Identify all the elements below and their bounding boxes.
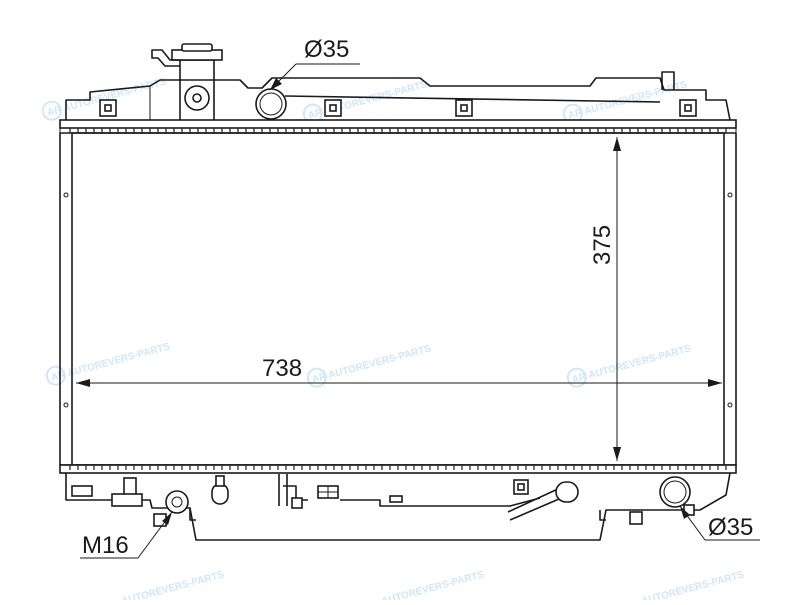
height-dimension: 375	[589, 137, 621, 461]
transmission-line-pipe	[278, 474, 288, 506]
width-arrow-right	[708, 379, 722, 387]
bottom-tank-rib	[340, 497, 541, 507]
watermark-brand-text: AUTOREVERS-PARTS	[66, 341, 171, 379]
bottom-tank-lower-shell	[189, 508, 606, 521]
top-right-bracket	[661, 71, 675, 90]
bottom-outlet-pipe	[507, 487, 567, 521]
sensor-flange	[111, 493, 143, 507]
drain-plug	[165, 490, 189, 514]
drain-leader-arrow	[162, 512, 172, 525]
mount-tab-hole	[329, 104, 337, 112]
bottom-right-tab	[629, 511, 643, 525]
width-dimension: 738	[76, 355, 722, 387]
watermark-brand-text: AUTOREVERS-PARTS	[640, 569, 745, 600]
watermark-logo-ring	[45, 365, 66, 386]
watermark-top-right: AR AUTOREVERS-PARTS	[562, 79, 689, 124]
drain-thread-callout: M16	[80, 511, 173, 559]
height-arrow-top	[613, 137, 621, 151]
top-tank-outline	[65, 77, 731, 121]
radiator-core	[59, 132, 737, 466]
watermark-logo-text: AR	[307, 107, 325, 122]
mount-tab-hole	[684, 104, 692, 112]
side-bolt	[63, 192, 69, 198]
watermark-brand-text: AUTOREVERS-PARTS	[587, 343, 692, 381]
transmission-line-clip	[291, 497, 303, 509]
top-port-callout: Ø35	[269, 36, 360, 91]
watermark-brand-text: AUTOREVERS-PARTS	[583, 79, 688, 117]
watermark-logo-ring	[566, 367, 587, 388]
watermark-mid-center: AR AUTOREVERS-PARTS	[306, 343, 433, 388]
top-header-plate	[59, 119, 737, 134]
core-outline	[71, 132, 725, 466]
top-inlet-port-inner	[259, 92, 283, 116]
watermark-brand-text: AUTOREVERS-PARTS	[380, 569, 485, 600]
watermark-logo-text: AR	[311, 371, 329, 386]
watermark-bottom-right: AUTOREVERS-PARTS	[640, 569, 745, 605]
bottom-mount-tab-hole	[517, 483, 525, 491]
height-arrow-bottom	[613, 447, 621, 461]
bottom-outlet-port-inner	[663, 480, 687, 504]
drain-thread-label: M16	[82, 532, 129, 559]
side-frame-outline	[59, 132, 737, 466]
filler-cap-top	[181, 43, 213, 52]
cooler-fitting-nipple	[215, 475, 225, 487]
watermark-mid-left: AR AUTOREVERS-PARTS	[45, 341, 172, 386]
cooler-fitting	[211, 483, 229, 505]
bottom-outlet-pipe-end	[555, 481, 579, 503]
mount-tab-hole	[460, 104, 468, 112]
bottom-left-bracket	[71, 485, 93, 497]
side-bolt	[63, 402, 69, 408]
top-port-label: Ø35	[304, 36, 349, 63]
watermark-brand-text: AUTOREVERS-PARTS	[327, 343, 432, 381]
width-arrow-left	[76, 379, 90, 387]
bottom-rib-tab	[389, 495, 403, 503]
drain-plug-inner	[171, 496, 183, 508]
watermark-logo-ring	[306, 367, 327, 388]
side-bolt	[727, 192, 733, 198]
bottom-tank	[65, 472, 731, 541]
watermark-bottom-center: AUTOREVERS-PARTS	[380, 569, 485, 605]
filler-neck-bolt	[192, 93, 202, 103]
watermark-bottom-left: AUTOREVERS-PARTS	[120, 569, 225, 605]
top-tank-rib	[284, 95, 661, 103]
width-dimension-label: 738	[262, 355, 302, 382]
top-header-strip	[59, 119, 737, 129]
bottom-port-leader-arrow	[680, 506, 690, 519]
top-header-crimps	[69, 128, 727, 133]
watermark-logo-ring	[41, 100, 62, 121]
watermark-top-center: AR AUTOREVERS-PARTS	[302, 79, 429, 124]
bottom-header-crimps	[69, 465, 727, 470]
watermark-logo-text: AR	[571, 371, 589, 386]
overflow-pipe	[151, 49, 180, 67]
watermark-logo-text: AR	[567, 107, 585, 122]
side-bolt	[727, 402, 733, 408]
watermark-brand-text: AUTOREVERS-PARTS	[120, 569, 225, 600]
height-dimension-label: 375	[589, 225, 616, 265]
top-tank	[65, 43, 731, 121]
watermark-logo-text: AR	[50, 369, 68, 384]
bottom-header-plate	[59, 464, 737, 474]
top-port-leader-arrow	[270, 78, 282, 90]
mount-tab-hole	[104, 104, 112, 112]
bottom-port-callout: Ø35	[679, 505, 760, 541]
watermark-mid-right: AR AUTOREVERS-PARTS	[566, 343, 693, 388]
watermark-logo-text: AR	[46, 104, 64, 119]
bottom-port-label: Ø35	[708, 514, 753, 541]
